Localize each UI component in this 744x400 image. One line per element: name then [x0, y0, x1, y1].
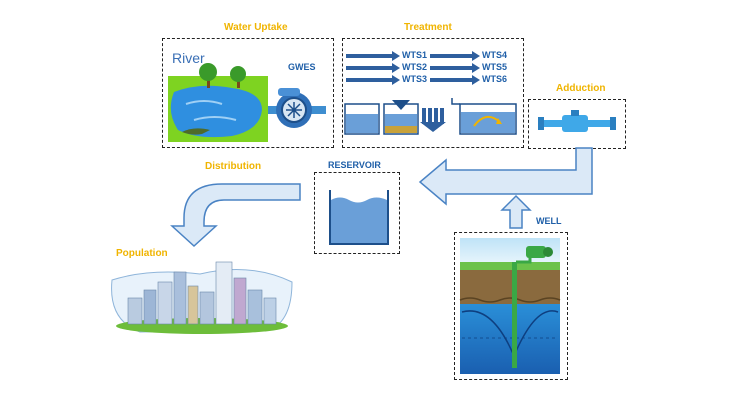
well-pump-icon: [526, 246, 553, 258]
river-scene: [168, 63, 268, 142]
label-reservoir: RESERVOIR: [328, 160, 381, 170]
treatment-tanks: [344, 98, 517, 135]
label-population: Population: [116, 248, 168, 259]
wts-right-label-3: WTS6: [482, 74, 508, 84]
tree-icon: [230, 66, 246, 88]
valve-pipe-icon: [538, 110, 616, 132]
building: [127, 297, 143, 325]
flow-arrow-well-up: [500, 194, 532, 229]
label-treatment: Treatment: [404, 22, 452, 33]
process-arrow: [346, 75, 400, 85]
label-well: WELL: [536, 216, 562, 226]
treatment-arrows: [346, 51, 480, 85]
label-gwes: GWES: [288, 62, 316, 72]
wts-left-label-2: WTS2: [402, 62, 428, 72]
process-arrow: [430, 51, 480, 61]
reservoir-tank: [329, 190, 389, 245]
tree-icon: [199, 63, 217, 88]
pump-icon: [268, 88, 326, 128]
process-arrow: [430, 75, 480, 85]
building: [263, 297, 277, 325]
wts-left-label-1: WTS1: [402, 50, 428, 60]
arrows-right-group: [430, 51, 480, 85]
label-distribution: Distribution: [205, 161, 262, 172]
building: [187, 285, 199, 325]
process-arrow: [430, 63, 480, 73]
wts-right-label-2: WTS5: [482, 62, 508, 72]
wts-left-label-3: WTS3: [402, 74, 428, 84]
building: [215, 261, 233, 325]
buildings-group: [127, 261, 277, 325]
label-adduction: Adduction: [556, 83, 606, 94]
process-arrow: [346, 51, 400, 61]
building: [199, 291, 215, 325]
building: [143, 289, 157, 325]
building: [173, 271, 187, 325]
label-water-uptake: Water Uptake: [224, 22, 288, 33]
label-river: River: [172, 50, 205, 66]
city-skyline: [111, 261, 293, 334]
building: [157, 281, 173, 325]
wts-right-label-1: WTS4: [482, 50, 508, 60]
building: [233, 277, 247, 325]
flow-arrow-distribution: [170, 183, 301, 248]
flow-arrow-adduction-to-reservoir: [418, 147, 593, 206]
well-scene: [459, 238, 561, 374]
arrows-left-group: [346, 51, 400, 85]
crocodile-icon: [182, 128, 210, 135]
building: [247, 289, 263, 325]
process-arrow: [346, 63, 400, 73]
